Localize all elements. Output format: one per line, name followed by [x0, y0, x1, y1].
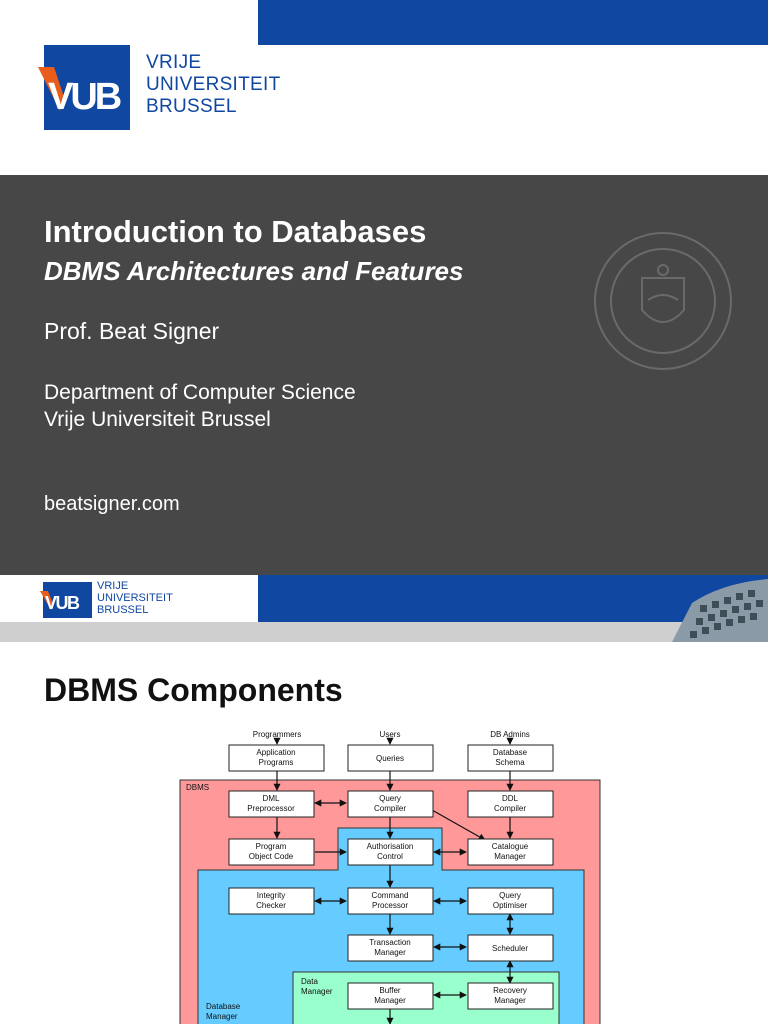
label-optimiser-1: Query: [499, 891, 521, 900]
slide-title: DBMS Components: [44, 672, 343, 708]
logo-line-3: BRUSSEL: [146, 96, 237, 117]
label-dml-1: DML: [263, 794, 280, 803]
slide-header-bar: [258, 575, 768, 622]
university-seal-icon: [594, 232, 732, 370]
logo-line-2: UNIVERSITEIT: [146, 74, 281, 95]
label-command-1: Command: [372, 891, 409, 900]
logo-small-line-2: UNIVERSITEIT: [97, 592, 173, 604]
label-schema-2: Schema: [495, 758, 525, 767]
box-integrity-checker: [228, 887, 315, 915]
label-transaction-1: Transaction: [369, 938, 411, 947]
label-ddl-2: Compiler: [494, 804, 526, 813]
box-catalogue-manager: [467, 838, 554, 866]
label-authorisation-2: Control: [377, 852, 403, 861]
logo-small-line-1: VRIJE: [97, 580, 129, 592]
label-program-1: Program: [256, 842, 287, 851]
box-recovery-manager: [467, 982, 554, 1010]
lecture-subtitle: DBMS Architectures and Features: [44, 256, 464, 286]
building-icon: [672, 579, 768, 642]
data-manager-label-1: Data: [301, 977, 318, 986]
actor-programmers: Programmers: [253, 730, 301, 739]
box-queries: [347, 744, 434, 772]
box-ddl-compiler: [467, 790, 554, 818]
box-query-compiler: [347, 790, 434, 818]
box-dml-preprocessor: [228, 790, 315, 818]
svg-text:VUB: VUB: [48, 76, 121, 118]
actor-users: Users: [380, 730, 401, 739]
title-slide-top-bar: [258, 0, 768, 45]
diagram-arrows: [273, 737, 514, 1024]
label-buffer-2: Manager: [374, 996, 406, 1005]
university-name-small: VRIJE UNIVERSITEIT BRUSSEL: [97, 580, 173, 616]
label-program-2: Object Code: [249, 852, 294, 861]
label-authorisation-1: Authorisation: [367, 842, 414, 851]
label-dml-2: Preprocessor: [247, 804, 295, 813]
label-ddl-1: DDL: [502, 794, 519, 803]
box-program-object-code: [228, 838, 315, 866]
dbms-components-diagram: DBMS Database Manager Data Manager Progr…: [160, 728, 610, 1024]
slide-header-divider: [0, 622, 768, 642]
vub-logo-small-icon: VUB: [40, 582, 92, 618]
label-schema-1: Database: [493, 748, 528, 757]
dbms-label: DBMS: [186, 783, 209, 792]
website-link[interactable]: beatsigner.com: [44, 493, 180, 515]
label-transaction-2: Manager: [374, 948, 406, 957]
vub-logo-icon: VUB: [38, 45, 130, 130]
box-application-programs: [228, 744, 325, 772]
box-query-optimiser: [467, 887, 554, 915]
label-integrity-2: Checker: [256, 901, 286, 910]
box-buffer-manager: [347, 982, 434, 1010]
label-scheduler: Scheduler: [492, 944, 528, 953]
box-command-processor: [347, 887, 434, 915]
label-integrity-1: Integrity: [257, 891, 285, 900]
logo-small-line-3: BRUSSEL: [97, 604, 149, 616]
label-command-2: Processor: [372, 901, 408, 910]
logo-line-1: VRIJE: [146, 52, 202, 73]
label-optimiser-2: Optimiser: [493, 901, 528, 910]
label-query-compiler-2: Compiler: [374, 804, 406, 813]
author-name: Prof. Beat Signer: [44, 318, 220, 344]
label-catalogue-1: Catalogue: [492, 842, 529, 851]
label-query-compiler-1: Query: [379, 794, 401, 803]
svg-text:VUB: VUB: [45, 593, 80, 613]
university-name: VRIJE UNIVERSITEIT BRUSSEL: [146, 52, 281, 118]
box-transaction-manager: [347, 934, 434, 962]
department-line-1: Department of Computer Science: [44, 381, 356, 404]
label-application-1: Application: [256, 748, 295, 757]
box-scheduler: [467, 934, 554, 962]
actor-db-admins: DB Admins: [490, 730, 530, 739]
database-manager-label-2: Manager: [206, 1012, 238, 1021]
box-authorisation-control: [347, 838, 434, 866]
label-application-2: Programs: [259, 758, 294, 767]
title-slide-panel: Introduction to Databases DBMS Architect…: [0, 175, 768, 575]
box-database-schema: [467, 744, 554, 772]
label-recovery-1: Recovery: [493, 986, 527, 995]
label-buffer-1: Buffer: [379, 986, 401, 995]
database-manager-label-1: Database: [206, 1002, 241, 1011]
department-line-2: Vrije Universiteit Brussel: [44, 408, 271, 431]
label-catalogue-2: Manager: [494, 852, 526, 861]
department: Department of Computer Science Vrije Uni…: [44, 379, 356, 433]
label-recovery-2: Manager: [494, 996, 526, 1005]
course-title: Introduction to Databases: [44, 214, 427, 249]
data-manager-label-2: Manager: [301, 987, 333, 996]
label-queries: Queries: [376, 754, 404, 763]
